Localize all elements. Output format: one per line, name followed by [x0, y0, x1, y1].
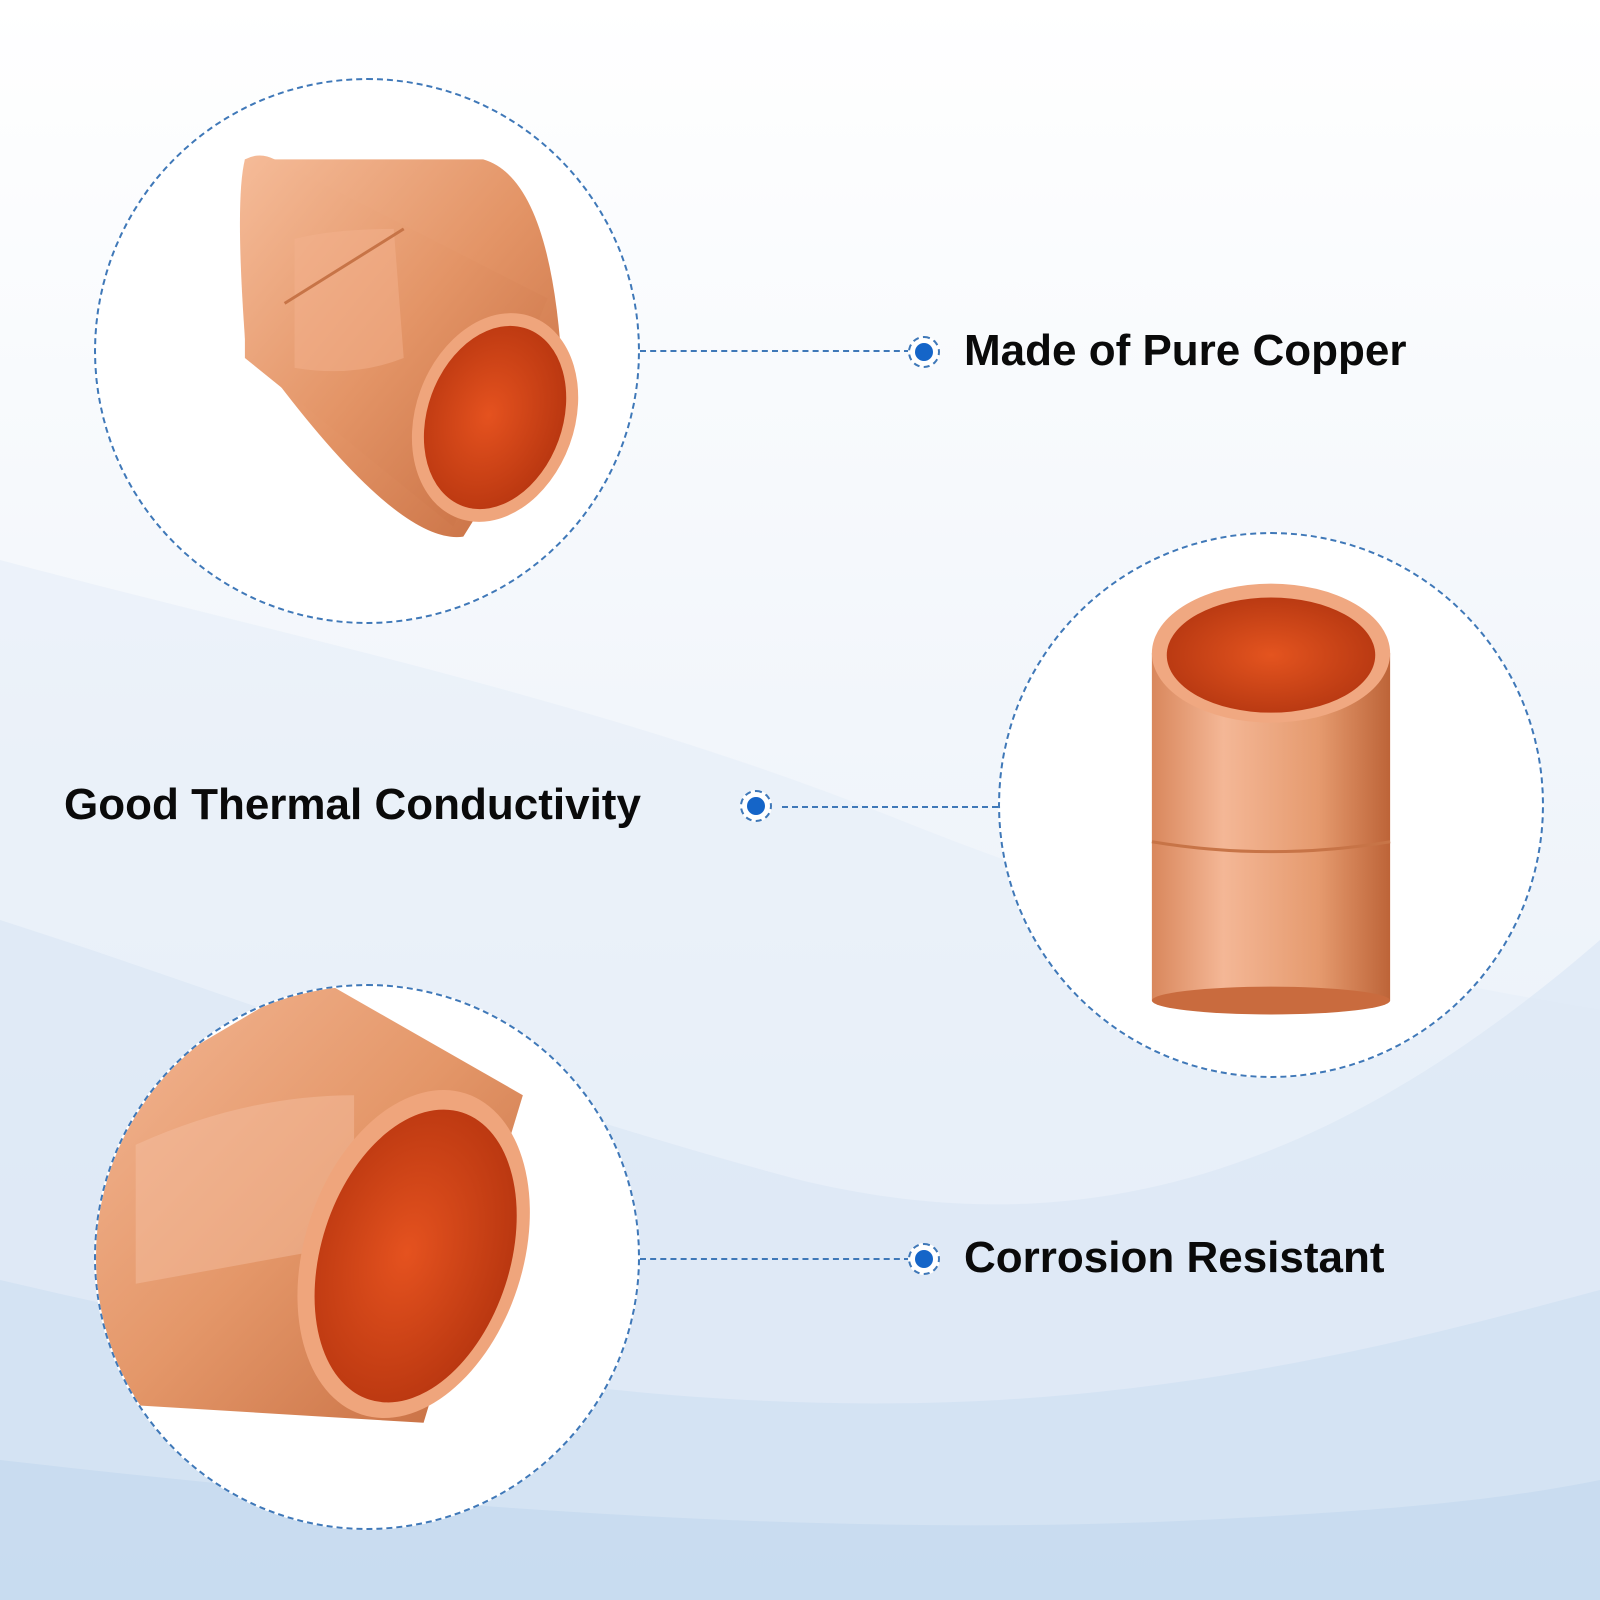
leader-line-3	[640, 1258, 910, 1260]
leader-line-2	[782, 806, 998, 808]
feature-label-1: Made of Pure Copper	[964, 326, 1407, 375]
feature-label-2: Good Thermal Conductivity	[64, 780, 641, 829]
product-photo-circle-1	[94, 78, 640, 624]
dot-marker-icon	[740, 790, 772, 822]
feature-label-3: Corrosion Resistant	[964, 1233, 1385, 1282]
dot-marker-icon	[908, 336, 940, 368]
product-photo-circle-3	[94, 984, 640, 1530]
product-photo-circle-2	[998, 532, 1544, 1078]
leader-line-1	[640, 350, 910, 352]
copper-coupling-image-1	[239, 155, 579, 538]
dot-marker-icon	[908, 1243, 940, 1275]
copper-coupling-image-2	[1151, 583, 1391, 1015]
copper-coupling-image-3	[96, 986, 530, 1423]
